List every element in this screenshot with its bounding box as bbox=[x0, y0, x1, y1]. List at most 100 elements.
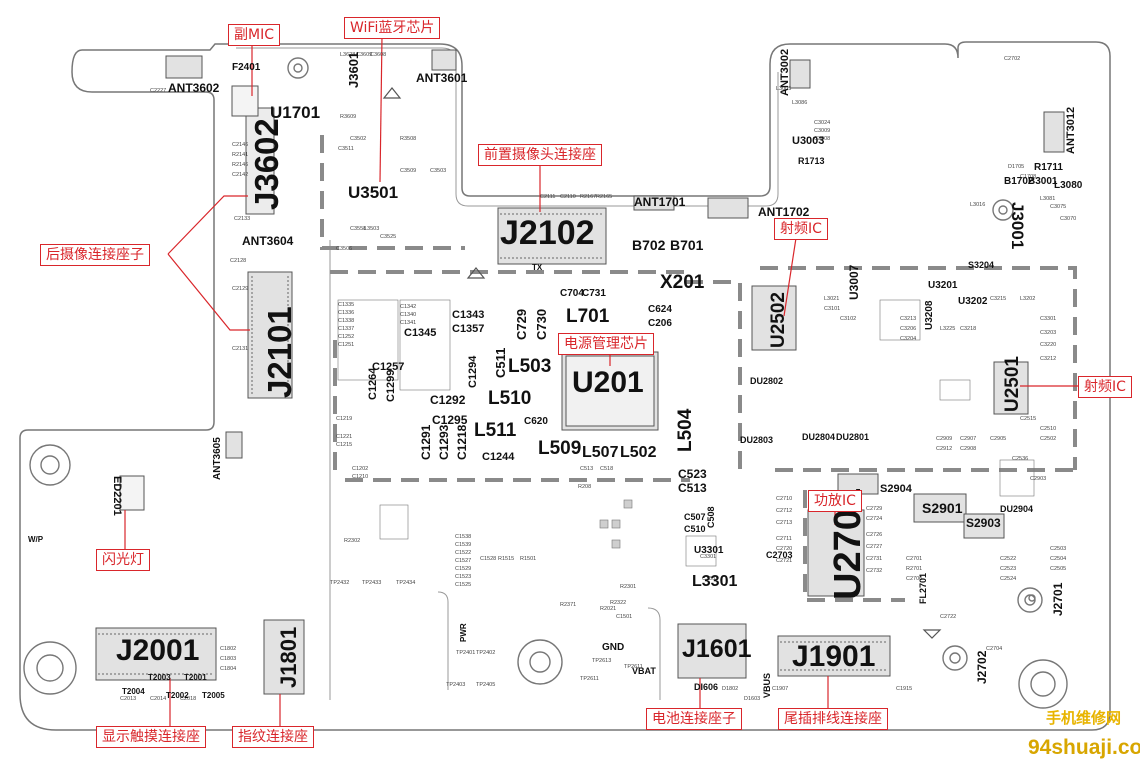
svg-text:C1251: C1251 bbox=[338, 342, 354, 348]
ref-c1343: C1343 bbox=[452, 309, 484, 321]
svg-text:C1210: C1210 bbox=[352, 474, 368, 480]
svg-text:C2111: C2111 bbox=[540, 194, 555, 200]
ref-c1257: C1257 bbox=[372, 361, 404, 373]
svg-text:C2713: C2713 bbox=[776, 520, 792, 526]
ref-u201: U201 bbox=[572, 366, 644, 399]
ref-c1264: C1264 bbox=[367, 367, 379, 400]
svg-text:C2907: C2907 bbox=[960, 436, 976, 442]
ref-u3301: U3301 bbox=[694, 545, 724, 556]
svg-text:C3008: C3008 bbox=[814, 136, 830, 142]
svg-text:L3503: L3503 bbox=[364, 226, 379, 232]
svg-text:C3301: C3301 bbox=[700, 554, 716, 560]
svg-text:C2013: C2013 bbox=[120, 696, 136, 702]
svg-text:TP2401: TP2401 bbox=[456, 650, 475, 656]
svg-text:C2706: C2706 bbox=[906, 576, 922, 582]
ref-c1244: C1244 bbox=[482, 451, 515, 463]
svg-text:C2909: C2909 bbox=[936, 436, 952, 442]
svg-text:C2721: C2721 bbox=[776, 558, 792, 564]
ref-ant1701: ANT1701 bbox=[634, 195, 686, 209]
svg-text:C2702: C2702 bbox=[1004, 56, 1020, 62]
svg-text:C2129: C2129 bbox=[232, 286, 248, 292]
ref-l3080: L3080 bbox=[1054, 180, 1083, 191]
svg-text:C2726: C2726 bbox=[866, 532, 882, 538]
ref-j3602: J3602 bbox=[248, 118, 285, 210]
ref-c1293: C1293 bbox=[437, 424, 451, 460]
shield-frames bbox=[320, 135, 1077, 602]
ref-ant3602: ANT3602 bbox=[168, 81, 220, 95]
component-packages bbox=[95, 49, 1065, 695]
svg-text:C2523: C2523 bbox=[1000, 566, 1016, 572]
svg-text:C2128: C2128 bbox=[230, 258, 246, 264]
passive-pads bbox=[337, 299, 1035, 567]
svg-text:L3021: L3021 bbox=[824, 296, 839, 302]
ref-c2703: C2703 bbox=[766, 550, 793, 560]
ref-j3601: J3601 bbox=[346, 52, 361, 88]
svg-text:C3503: C3503 bbox=[430, 168, 446, 174]
svg-text:C2701: C2701 bbox=[906, 556, 922, 562]
svg-text:C1215: C1215 bbox=[336, 442, 352, 448]
ref-du2802: DU2802 bbox=[750, 376, 783, 386]
ref-di606: DI606 bbox=[694, 682, 718, 692]
svg-text:C2732: C2732 bbox=[866, 568, 882, 574]
ref-l511: L511 bbox=[474, 420, 517, 441]
svg-text:TP2432: TP2432 bbox=[330, 580, 349, 586]
ref-tx: TX bbox=[532, 263, 543, 272]
ref-t2005: T2005 bbox=[202, 691, 225, 700]
ref-c1295: C1295 bbox=[432, 413, 468, 427]
svg-text:C1341: C1341 bbox=[400, 320, 416, 326]
ref-u3501: U3501 bbox=[348, 183, 398, 202]
svg-text:C2712: C2712 bbox=[776, 508, 792, 514]
svg-text:C1708: C1708 bbox=[1020, 174, 1036, 180]
ref-du2904: DU2904 bbox=[1000, 504, 1033, 514]
ref-r1713: R1713 bbox=[798, 156, 825, 166]
callout-rf-ic-top: 射频IC bbox=[774, 218, 828, 240]
svg-text:C1342: C1342 bbox=[400, 304, 416, 310]
ref-c513: C513 bbox=[678, 481, 707, 495]
orientation-marks bbox=[382, 87, 942, 639]
svg-text:C2510: C2510 bbox=[1040, 426, 1056, 432]
svg-text:C1539: C1539 bbox=[455, 542, 471, 548]
svg-text:C2724: C2724 bbox=[866, 516, 882, 522]
svg-text:C2727: C2727 bbox=[866, 544, 882, 550]
ref-c508: C508 bbox=[706, 506, 716, 528]
ref-j2101: J2101 bbox=[261, 306, 298, 398]
callout-wifi-bt-chip: WiFi蓝牙芯片 bbox=[344, 17, 441, 39]
svg-text:TP2405: TP2405 bbox=[476, 682, 495, 688]
ref-c620: C620 bbox=[524, 416, 548, 427]
svg-text:C2505: C2505 bbox=[1050, 566, 1066, 572]
ref-b702: B702 bbox=[632, 237, 666, 253]
ref-ed2201: ED2201 bbox=[111, 476, 123, 516]
svg-text:TP2403: TP2403 bbox=[446, 682, 465, 688]
ref-vbus: VBUS bbox=[762, 673, 772, 698]
svg-text:L3016: L3016 bbox=[970, 202, 985, 208]
ref-x201: X201 bbox=[660, 272, 705, 293]
svg-text:C1202: C1202 bbox=[352, 466, 368, 472]
ref-l504: L504 bbox=[675, 408, 696, 452]
svg-text:C2704: C2704 bbox=[986, 646, 1002, 652]
svg-text:C3218: C3218 bbox=[960, 326, 976, 332]
svg-text:C1522: C1522 bbox=[455, 550, 471, 556]
callout-battery-connector: 电池连接座子 bbox=[646, 708, 742, 730]
svg-text:C1803: C1803 bbox=[220, 656, 236, 662]
callout-sub-mic: 副MIC bbox=[228, 24, 280, 46]
callout-rear-camera-connector: 后摄像连接座子 bbox=[40, 244, 150, 266]
svg-text:L3628: L3628 bbox=[340, 52, 355, 58]
svg-text:C2110: C2110 bbox=[560, 194, 576, 200]
ref-du2803: DU2803 bbox=[740, 435, 773, 445]
svg-text:R3508: R3508 bbox=[400, 136, 416, 142]
svg-text:C2711: C2711 bbox=[776, 536, 792, 542]
svg-text:C1527: C1527 bbox=[455, 558, 471, 564]
svg-text:C3303: C3303 bbox=[702, 576, 718, 582]
svg-text:C2146: C2146 bbox=[232, 142, 248, 148]
svg-text:TP2611: TP2611 bbox=[624, 664, 643, 670]
ref-pwr: PWR bbox=[459, 623, 468, 642]
ref-r1711: R1711 bbox=[1034, 162, 1063, 173]
svg-text:C2903: C2903 bbox=[1030, 476, 1046, 482]
svg-text:C2722: C2722 bbox=[940, 614, 956, 620]
ref-c704: C704 bbox=[560, 288, 584, 299]
svg-text:C2524: C2524 bbox=[1000, 576, 1016, 582]
svg-text:R2141: R2141 bbox=[232, 152, 248, 158]
ref-vbat: VBAT bbox=[632, 666, 656, 676]
ref-l507: L507 bbox=[582, 444, 619, 461]
svg-text:C3101: C3101 bbox=[824, 306, 840, 312]
